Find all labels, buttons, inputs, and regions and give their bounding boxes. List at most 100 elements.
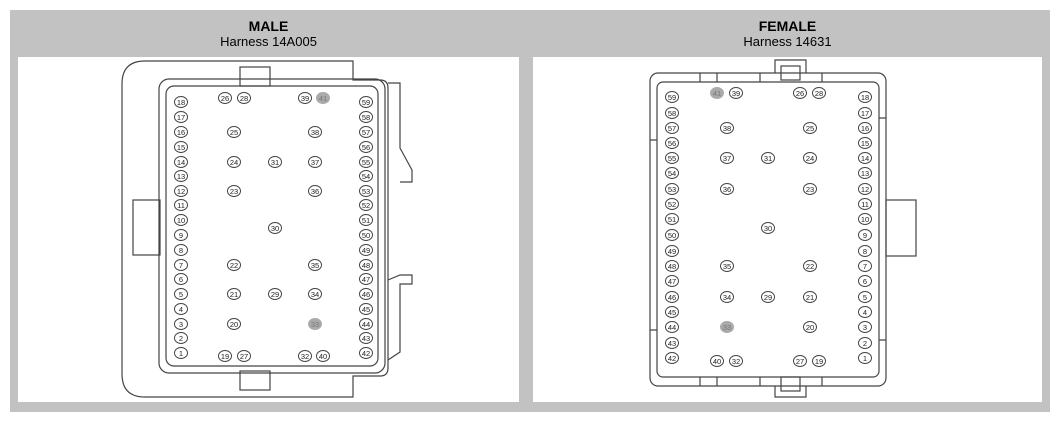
female-pin-circle [858, 183, 872, 195]
female-pin-label: 39 [732, 89, 740, 98]
female-pin-circle [858, 275, 872, 287]
male-pin-56: 56 [359, 141, 373, 153]
female-pin-label: 58 [668, 109, 676, 118]
male-pin-circle [174, 288, 188, 300]
female-pin-circle [665, 245, 679, 257]
male-pin-circle [308, 288, 322, 300]
male-pin-10: 10 [174, 214, 188, 226]
male-pin-label: 57 [362, 128, 370, 137]
female-pin-43: 43 [665, 337, 679, 349]
male-pin-label: 14 [177, 158, 185, 167]
female-pin-28: 28 [812, 87, 826, 99]
male-pin-circle [227, 156, 241, 168]
female-pin-49: 49 [665, 245, 679, 257]
male-pin-8: 8 [174, 244, 188, 256]
male-pin-circle [308, 156, 322, 168]
male-pin-label: 52 [362, 201, 370, 210]
female-pin-label: 49 [668, 247, 676, 256]
female-pin-circle [858, 291, 872, 303]
male-pin-label: 20 [230, 320, 238, 329]
male-pin-38: 38 [308, 126, 322, 138]
male-pin-label: 32 [301, 352, 309, 361]
male-pin-58: 58 [359, 111, 373, 123]
female-pin-circle [858, 122, 872, 134]
male-pin-circle [174, 156, 188, 168]
male-connector-outline [121, 60, 413, 398]
male-pin-label: 37 [311, 158, 319, 167]
female-pin-circle [803, 152, 817, 164]
female-pin-label: 9 [863, 231, 867, 240]
male-pin-53: 53 [359, 185, 373, 197]
male-pin-circle [298, 350, 312, 362]
female-pin-26: 26 [793, 87, 807, 99]
female-pin-label: 23 [806, 185, 814, 194]
male-pin-59: 59 [359, 96, 373, 108]
male-title: MALE [248, 18, 289, 34]
female-pin-label: 25 [806, 124, 814, 133]
male-pin-label: 49 [362, 246, 370, 255]
male-pin-circle [359, 332, 373, 344]
male-pin-circle [359, 288, 373, 300]
male-pin-36: 36 [308, 185, 322, 197]
female-pin-circle [720, 183, 734, 195]
male-pin-label: 33 [311, 320, 319, 329]
female-header: FEMALE Harness 14631 [525, 10, 1050, 58]
female-pin-circle [729, 87, 743, 99]
male-pin-circle [227, 185, 241, 197]
female-pin-circle [803, 122, 817, 134]
male-pin-label: 2 [179, 334, 183, 343]
female-pin-label: 15 [861, 139, 869, 148]
male-pin-4: 4 [174, 303, 188, 315]
female-pin-3: 3 [858, 321, 872, 333]
female-pin-2: 2 [858, 337, 872, 349]
male-pin-label: 51 [362, 216, 370, 225]
female-pin-56: 56 [665, 137, 679, 149]
female-pin-label: 45 [668, 308, 676, 317]
male-pin-37: 37 [308, 156, 322, 168]
male-pin-circle [359, 199, 373, 211]
female-pin-circle [720, 321, 734, 333]
female-pin-circle [665, 229, 679, 241]
female-pin-15: 15 [858, 137, 872, 149]
male-pin-26: 26 [218, 92, 232, 104]
female-pin-label: 20 [806, 323, 814, 332]
female-pin-circle [665, 167, 679, 179]
female-pin-label: 53 [668, 185, 676, 194]
male-pin-circle [174, 96, 188, 108]
male-pin-42: 42 [359, 347, 373, 359]
female-pin-circle [665, 122, 679, 134]
male-pin-47: 47 [359, 273, 373, 285]
female-pin-circle [665, 291, 679, 303]
female-pin-circle [858, 152, 872, 164]
female-pin-circle [761, 222, 775, 234]
female-pin-label: 17 [861, 109, 869, 118]
female-pin-label: 54 [668, 169, 676, 178]
female-pin-label: 10 [861, 215, 869, 224]
male-pin-label: 13 [177, 172, 185, 181]
male-pin-24: 24 [227, 156, 241, 168]
male-pin-49: 49 [359, 244, 373, 256]
male-pin-circle [174, 347, 188, 359]
male-pin-13: 13 [174, 170, 188, 182]
male-pin-circle [359, 185, 373, 197]
female-pin-16: 16 [858, 122, 872, 134]
male-pin-circle [174, 259, 188, 271]
male-pin-circle [359, 347, 373, 359]
female-pin-5: 5 [858, 291, 872, 303]
male-pin-55: 55 [359, 156, 373, 168]
female-pin-circle [761, 152, 775, 164]
female-pin-label: 47 [668, 277, 676, 286]
male-pin-circle [174, 244, 188, 256]
male-pin-11: 11 [174, 199, 188, 211]
male-pin-50: 50 [359, 229, 373, 241]
male-pin-label: 10 [177, 216, 185, 225]
male-pin-label: 35 [311, 261, 319, 270]
male-pin-circle [227, 288, 241, 300]
female-panel: FEMALE Harness 14631 [525, 10, 1050, 412]
female-pin-21: 21 [803, 291, 817, 303]
female-pin-circle [665, 152, 679, 164]
male-pin-40: 40 [316, 350, 330, 362]
female-pin-50: 50 [665, 229, 679, 241]
male-pin-label: 44 [362, 320, 370, 329]
male-pin-circle [316, 92, 330, 104]
